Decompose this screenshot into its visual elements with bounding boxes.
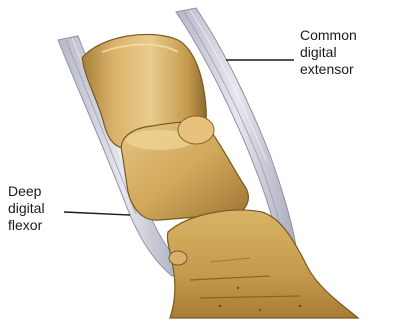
- label-deep-digital-flexor: Deep digital flexor: [8, 183, 45, 234]
- label-line: digital: [8, 200, 45, 217]
- label-line: Common: [300, 27, 357, 44]
- label-common-digital-extensor: Common digital extensor: [300, 27, 357, 78]
- distal-phalanx: [167, 210, 358, 318]
- label-line: flexor: [8, 217, 45, 234]
- flexor-leader-line: [64, 212, 130, 215]
- label-line: Deep: [8, 183, 45, 200]
- middle-phalanx: [121, 116, 248, 220]
- navicular-bone: [169, 251, 187, 265]
- label-line: digital: [300, 44, 357, 61]
- label-line: extensor: [300, 61, 357, 78]
